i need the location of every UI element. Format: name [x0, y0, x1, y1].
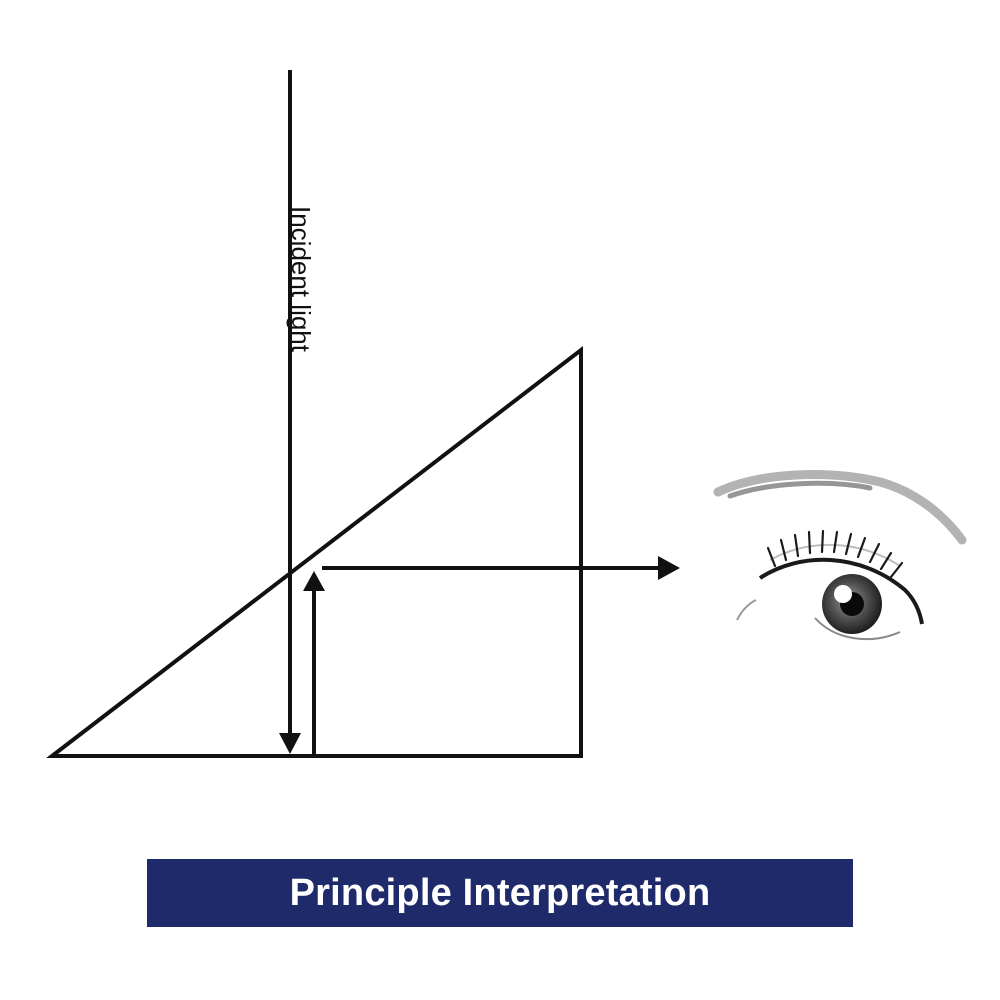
- eye-icon: [713, 470, 967, 641]
- incident-arrowhead: [279, 733, 301, 754]
- output-arrowhead: [658, 556, 680, 580]
- reflected-arrowhead: [303, 571, 325, 591]
- title-banner: Principle Interpretation: [147, 859, 853, 927]
- incident-light-label: Incident light: [286, 206, 316, 352]
- prism-triangle: [46, 345, 583, 758]
- banner-title: Principle Interpretation: [289, 871, 711, 914]
